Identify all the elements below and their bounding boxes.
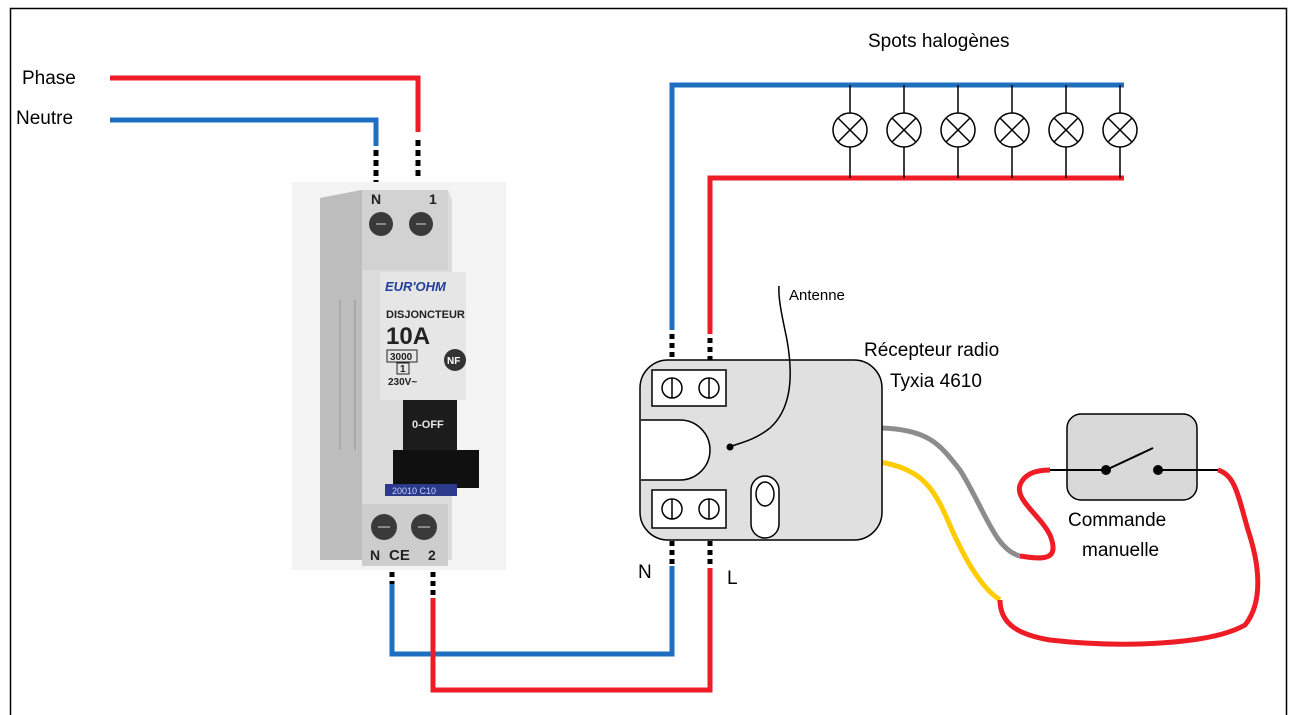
receiver-terminal-n-label: N <box>638 562 652 583</box>
receiver-terminal-l-label: L <box>727 568 738 589</box>
neutral-out-wire <box>389 566 675 657</box>
halogen-lamp <box>994 85 1030 178</box>
wires <box>110 75 1261 693</box>
neutral-supply-wire <box>110 117 379 146</box>
breaker-type: DISJONCTEUR <box>386 309 465 321</box>
manual-switch <box>1050 413 1218 501</box>
grey-wire <box>881 425 1021 559</box>
halogen-lamp <box>1102 85 1138 178</box>
breaker-switch-label: 0-OFF <box>412 419 444 431</box>
antenne-label: Antenne <box>789 287 845 304</box>
breaker-voltage: 230V~ <box>388 377 417 388</box>
receiver-label-line1: Récepteur radio <box>864 340 999 361</box>
breaker-ref: 20010 C10 <box>392 486 436 496</box>
halogen-lamp <box>940 85 976 178</box>
command-label-line1: Commande <box>1068 510 1166 531</box>
command-label-line2: manuelle <box>1082 540 1159 561</box>
switch-red-left-wire <box>1016 467 1056 561</box>
yellow-wire <box>879 459 1002 603</box>
phase-label: Phase <box>22 68 76 89</box>
phase-supply-wire <box>110 75 421 132</box>
breaker-class: 1 <box>400 364 406 375</box>
halogen-lamp <box>832 85 868 178</box>
breaker-bottom-2: 2 <box>428 547 436 563</box>
breaker-rating: 10A <box>386 323 430 350</box>
receiver-label-line2: Tyxia 4610 <box>890 371 982 392</box>
halogen-lamps <box>832 85 1138 178</box>
switch-red-right-wire <box>997 467 1261 647</box>
breaker-bottom-ce: CE <box>389 547 410 564</box>
lamp-phase-wire <box>707 175 1124 334</box>
radio-receiver <box>639 285 883 541</box>
diagram-frame <box>9 7 1288 715</box>
breaker-top-1: 1 <box>429 191 437 207</box>
halogen-lamp <box>1048 85 1084 178</box>
breaker-top-n: N <box>371 191 381 207</box>
lamp-neutral-wire <box>669 82 1124 330</box>
halogen-lamp <box>886 85 922 178</box>
breaker-nf-mark: NF <box>447 356 460 367</box>
circuit-breaker <box>292 182 506 570</box>
neutre-label: Neutre <box>16 108 73 129</box>
phase-out-wire <box>430 568 713 693</box>
spots-label: Spots halogènes <box>868 31 1010 52</box>
antenna-wire <box>731 285 791 447</box>
breaker-code: 3000 <box>390 352 413 363</box>
breaker-bottom-n: N <box>370 547 380 563</box>
breaker-brand: EUR'OHM <box>385 279 447 294</box>
